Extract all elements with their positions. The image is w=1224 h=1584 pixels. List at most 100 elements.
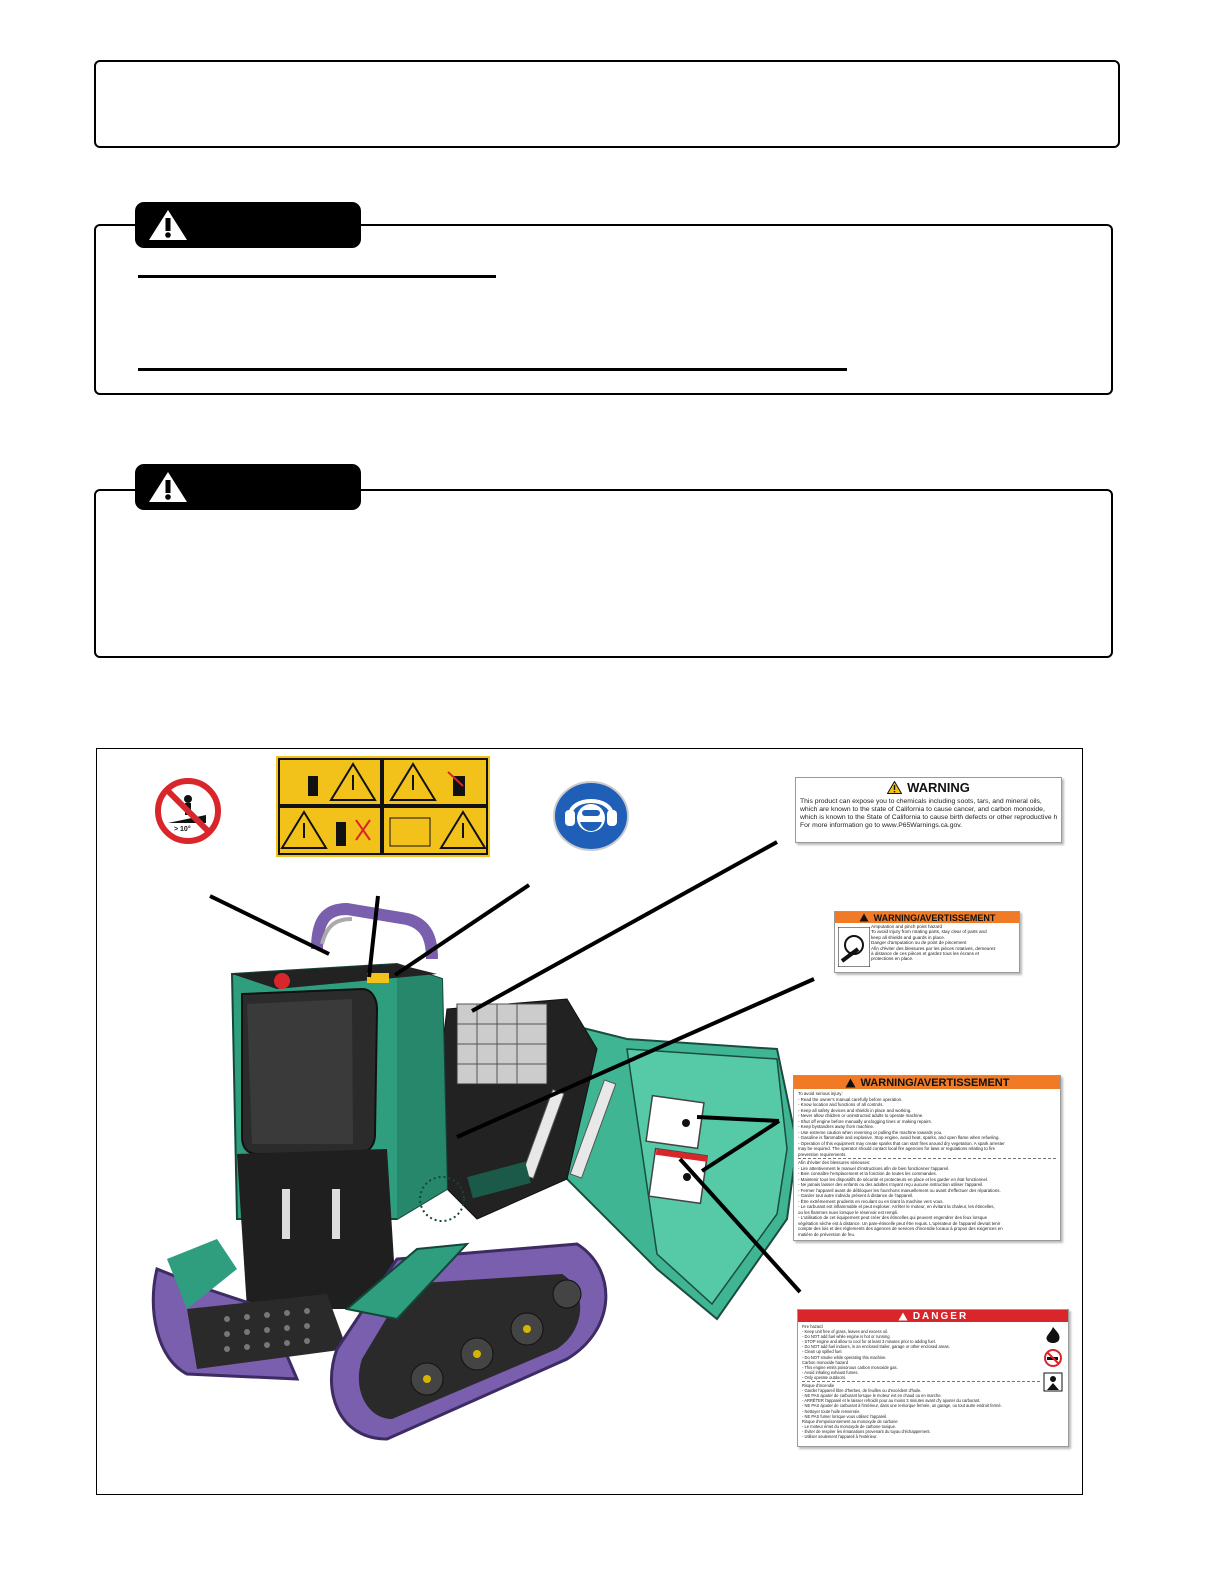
- decal-line: - Do NOT add fuel indoors, in an enclose…: [802, 1344, 950, 1350]
- decal-line: Afin d'éviter des blessures sérieuses:: [798, 1160, 871, 1165]
- decal-line: - Bien connaître l'emplacement et la fon…: [798, 1171, 937, 1176]
- decal-line: - Nettoyer toute huile renversée.: [802, 1408, 861, 1414]
- decal-line: - Keep bystanders away from machine.: [798, 1124, 875, 1129]
- decal-line: Amputation and pinch point hazard: [871, 924, 942, 929]
- decal-line: - Le carburant est inflammable et peut e…: [798, 1204, 995, 1209]
- decal-header: WARNING/AVERTISSEMENT: [835, 912, 1019, 923]
- decal-line: protections en place.: [871, 956, 914, 962]
- decal-line: - L'utilisation de cet équipement peut c…: [798, 1215, 988, 1220]
- decal-line: - This engine emits poisonous carbon mon…: [802, 1364, 898, 1370]
- decal-header-text: DANGER: [912, 1310, 969, 1322]
- decal-line: Carbon monoxide hazard: [802, 1359, 848, 1365]
- decal-line: - Only operate outdoors.: [802, 1374, 847, 1380]
- no-incline-icon: [155, 778, 221, 844]
- prop65-warning-decal: WARNING This product can expose you to c…: [795, 777, 1062, 843]
- amputation-warning-decal: WARNING/AVERTISSEMENT Amputation and pin…: [834, 911, 1020, 973]
- respirator-icon: [553, 781, 629, 851]
- decal-line: compte des lois et des règlements des ag…: [798, 1226, 1003, 1231]
- decal-body: Amputation and pinch point hazard To avo…: [871, 924, 996, 962]
- decal-line: which are known to the state of Californ…: [800, 806, 1045, 813]
- decal-line: - Garder l'appareil libre d'herbes, de f…: [802, 1388, 922, 1394]
- decal-line: - Être extrêmement prudents en reculant …: [798, 1198, 944, 1204]
- respirator-mandatory-sign: [552, 780, 630, 852]
- decal-line: - Utiliser seulement l'appareil à l'exté…: [802, 1433, 878, 1439]
- incline-limit-label: > 10°: [174, 826, 191, 833]
- decal-line: ou les flammes nues lorsque le réservoir…: [798, 1209, 899, 1215]
- decal-line: Danger d'amputation ou de point de pince…: [871, 940, 967, 946]
- top-blank-box: [94, 60, 1120, 148]
- decal-line: - Gasoline is flammable and explosive. S…: [798, 1135, 1000, 1140]
- pictogram-decal: [276, 756, 490, 857]
- decal-line: To avoid injury from rotating parts, sta…: [871, 929, 987, 935]
- decal-line: Fire hazard: [802, 1324, 823, 1329]
- fire-hazard-icon: [1046, 1327, 1060, 1343]
- decal-line: - Lire attentivement le manuel d'instruc…: [798, 1165, 950, 1171]
- no-incline-sign: > 10°: [154, 777, 222, 845]
- decal-divider: [798, 1158, 1056, 1159]
- decal-line: - NE PAS ajouter de carburant à l'intéri…: [802, 1403, 1002, 1409]
- decal-line: - Know location and functions of all con…: [798, 1102, 884, 1107]
- rotating-parts-hazard-icon: [838, 927, 870, 967]
- safety-pictograms-icon: [280, 760, 487, 853]
- decal-line: - Clean up spilled fuel.: [802, 1349, 843, 1355]
- decal-line: - Operation of this equipment may create…: [798, 1140, 1005, 1146]
- decal-line: matière de prévention de feu.: [798, 1231, 856, 1237]
- decal-body: This product can expose you to chemicals…: [796, 796, 1061, 832]
- warning-triangle-icon: [859, 913, 869, 922]
- decal-line: - Fermer l'appareil avant de débloquer l…: [798, 1187, 1001, 1193]
- decal-body: Fire hazard - Keep unit free of grass, l…: [798, 1322, 1044, 1441]
- decal-header-text: WARNING/AVERTISSEMENT: [873, 912, 996, 923]
- warning-triangle-icon: [149, 472, 187, 502]
- warning-banner-2: [135, 464, 361, 510]
- decal-line: which is known to the State of Californi…: [800, 814, 1057, 821]
- warning-triangle-icon: [149, 210, 187, 240]
- snow-blade-machine-illustration: [151, 840, 815, 1441]
- warning-1-underline-long: [138, 368, 847, 371]
- decal-line: - Garder tout autre individu présent à d…: [798, 1193, 914, 1198]
- decal-header: DANGER: [798, 1310, 1068, 1322]
- decal-line: - Do NOT smoke while operating this mach…: [802, 1354, 887, 1360]
- decal-line: Afin d'éviter des blessures par les pièc…: [871, 945, 996, 951]
- decal-line: - Maintenir tous les dispositifs de sécu…: [798, 1176, 989, 1182]
- decal-line: - Do NOT add fuel while engine is hot or…: [802, 1334, 891, 1340]
- decal-line: - NE PAS ajouter de carburant lorsque le…: [802, 1393, 942, 1399]
- carbon-monoxide-icon: [1043, 1372, 1063, 1392]
- decal-line: prevention requirements.: [798, 1151, 847, 1157]
- decal-line: - Never allow children or uninstructed a…: [798, 1113, 924, 1118]
- safety-decal-figure: > 10°: [96, 748, 1083, 1495]
- warning-1-underline-short: [138, 275, 496, 278]
- decal-line: - Keep all safety devices and shields in…: [798, 1107, 912, 1113]
- decal-line: Risque d'empoisonnement au monoxyde de c…: [802, 1418, 898, 1424]
- warning-triangle-icon: [845, 1078, 856, 1087]
- general-injury-warning-decal: WARNING/AVERTISSEMENT To avoid serious i…: [793, 1075, 1061, 1241]
- decal-line: - Keep unit free of grass, leaves and ex…: [802, 1329, 889, 1335]
- decal-line: To avoid serious injury:: [798, 1091, 843, 1096]
- decal-line: - Read the owner's manual carefully befo…: [798, 1096, 903, 1102]
- decal-line: keep all shields and guards in place.: [871, 934, 946, 940]
- warning-triangle-icon: [898, 1312, 908, 1320]
- decal-line: - STOP engine and allow to cool for at l…: [802, 1339, 936, 1345]
- decal-line: - Use extreme caution when reversing or …: [798, 1129, 943, 1135]
- decal-header: WARNING/AVERTISSEMENT: [794, 1076, 1060, 1089]
- warning-triangle-icon: [887, 780, 903, 794]
- decal-line: - Le moteur émet du monoxyde de carbone …: [802, 1423, 896, 1429]
- decal-line: - ARRÊTER l'appareil et le laisser refro…: [802, 1398, 981, 1404]
- decal-body: To avoid serious injury: - Read the owne…: [794, 1089, 1060, 1239]
- no-smoking-icon: [1044, 1349, 1062, 1367]
- decal-header-text: WARNING: [907, 779, 970, 795]
- decal-line: - Ne jamais laisser des enfants ou des a…: [798, 1182, 984, 1187]
- decal-line: Risque d'incendie: [802, 1383, 835, 1389]
- warning-box-1: [94, 224, 1113, 395]
- decal-line: - Éviter de respirer les émanations prov…: [802, 1428, 931, 1434]
- decal-line: - NE PAS fumer lorsque vous utilisez l'a…: [802, 1413, 888, 1419]
- decal-line: - Avoid inhaling exhaust fumes.: [802, 1369, 859, 1375]
- decal-header-text: WARNING/AVERTISSEMENT: [860, 1076, 1010, 1089]
- decal-line: For more information go to www.P65Warnin…: [800, 822, 963, 829]
- decal-line: may be required. The operator should con…: [798, 1146, 996, 1151]
- warning-banner-1: [135, 202, 361, 248]
- warning-box-2: [94, 489, 1113, 658]
- decal-line: This product can expose you to chemicals…: [800, 798, 1042, 805]
- decal-line: à distance de ces pièces et gardez tous …: [871, 951, 980, 957]
- decal-line: végétation sèche est à distance. Un pare…: [798, 1220, 1001, 1226]
- decal-line: - Shut off engine before manually unclog…: [798, 1118, 932, 1124]
